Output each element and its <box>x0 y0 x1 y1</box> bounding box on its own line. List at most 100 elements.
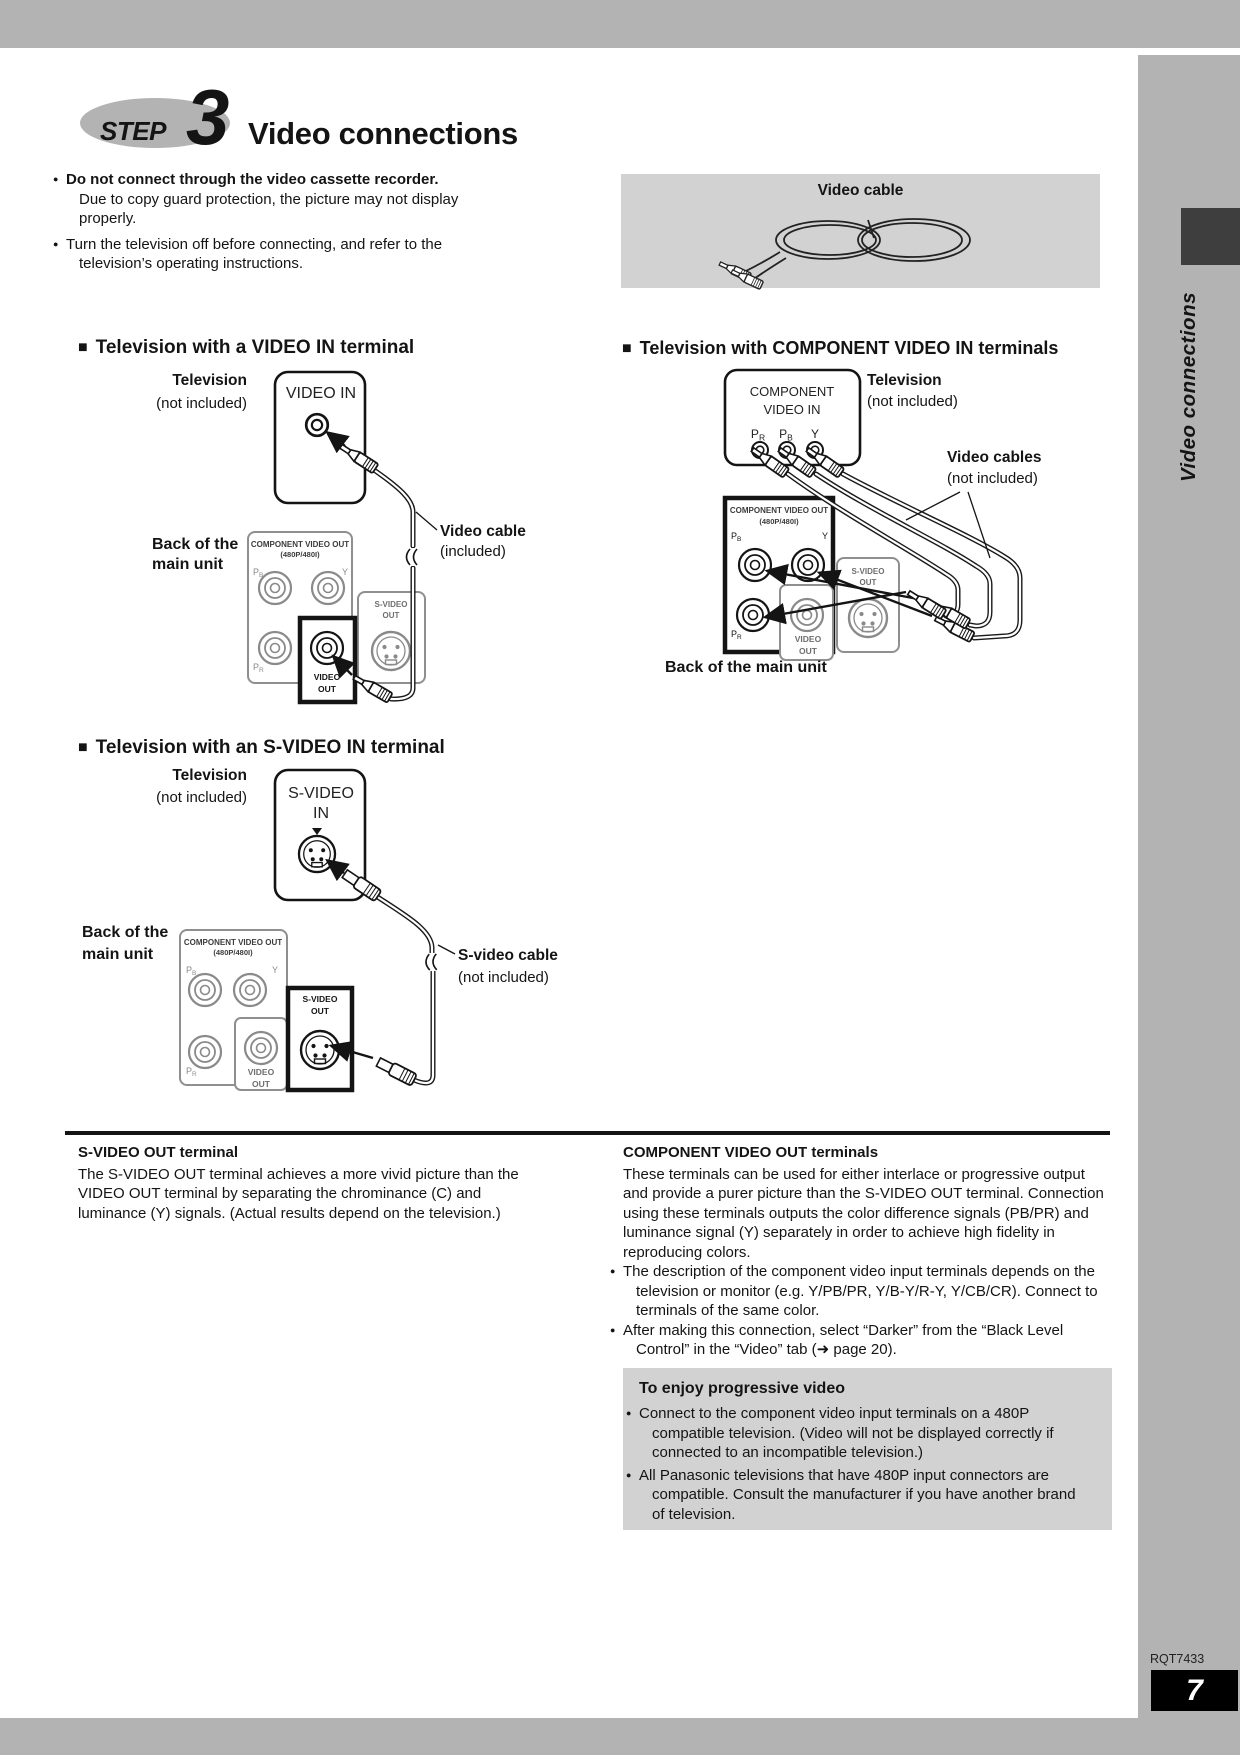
pr-jack-icon <box>735 597 771 633</box>
step-label: STEP <box>100 116 166 146</box>
jack-label-pb: PB <box>731 531 741 543</box>
jack-label-y: Y <box>822 531 828 541</box>
video-out-label2: OUT <box>318 684 337 694</box>
panel-subtitle: (480P/480I) <box>213 948 253 957</box>
svideo-cable-path <box>373 893 442 1086</box>
cable-break-icon <box>423 951 442 973</box>
note-component-bullet-1: ●The description of the component video … <box>610 1262 1110 1321</box>
tv-label: Television <box>867 372 942 389</box>
sidebar-label: Video connections <box>1177 292 1200 482</box>
svideo-plug-icon <box>374 1055 418 1087</box>
intro-bullet-1-bold: Do not connect through the video cassett… <box>66 171 439 188</box>
progressive-bullet-1-text: Connect to the component video input ter… <box>639 1405 1054 1461</box>
bullet-icon: ● <box>53 174 59 184</box>
intro-bullet-1: ● Do not connect through the video casset… <box>53 170 526 229</box>
progressive-bullet-2: ●All Panasonic televisions that have 480… <box>626 1466 1091 1525</box>
connect-arrow-y <box>816 569 933 618</box>
square-bullet-icon: ■ <box>622 340 632 357</box>
bullet-icon: ● <box>610 1324 616 1335</box>
intro-bullet-2-text: Turn the television off before connectin… <box>66 235 443 273</box>
jack-label-pr: PR <box>253 662 264 674</box>
pb-jack-icon <box>187 972 223 1008</box>
note-component-out: COMPONENT VIDEO OUT terminals These term… <box>610 1143 1110 1360</box>
video-out-label: VIDEO <box>795 634 822 644</box>
note-component-bullet-1-text: The description of the component video i… <box>623 1263 1098 1319</box>
cable-label-sub: (included) <box>440 543 506 560</box>
pr-jack-icon <box>187 1034 223 1070</box>
progressive-bullet-2-text: All Panasonic televisions that have 480P… <box>639 1466 1076 1523</box>
jack-label-pb: PB <box>186 965 196 977</box>
connect-arrow <box>328 1041 374 1062</box>
svideo-jack-icon <box>370 630 412 672</box>
pb-jack-icon <box>737 547 773 583</box>
svideo-in-jack-icon <box>297 834 337 874</box>
jack-label-pr: PR <box>186 1066 197 1078</box>
jack-label-pb: PB <box>253 567 263 579</box>
connect-arrow <box>331 654 356 679</box>
panel-title: COMPONENT VIDEO OUT <box>184 938 282 947</box>
note-component-out-body: These terminals can be used for either i… <box>623 1165 1104 1261</box>
video-cable-illustration <box>717 218 971 291</box>
square-bullet-icon: ■ <box>78 339 88 356</box>
tv-label-sub: (not included) <box>156 395 247 412</box>
back-of-unit-label: Back of the main unit <box>665 659 827 676</box>
bullet-icon: ● <box>53 238 59 249</box>
note-component-bullet-2: ●After making this connection, select “D… <box>610 1321 1110 1360</box>
diagram-component-in: COMPONENT VIDEO IN PR PB Y Television (n… <box>665 368 1041 676</box>
page-title: Video connections <box>248 116 518 151</box>
tv-terminal-label: COMPONENT <box>750 384 835 399</box>
tv-jack-label-y: Y <box>811 427 819 441</box>
step-number: 3 <box>186 73 230 161</box>
video-out-label2: OUT <box>799 646 818 656</box>
jack-label-pr: PR <box>731 629 742 641</box>
bullet-icon: ● <box>626 1408 632 1418</box>
tv-label-sub: (not included) <box>156 789 247 806</box>
progressive-heading: To enjoy progressive video <box>639 1380 845 1397</box>
connect-arrow-pr <box>762 590 907 625</box>
intro-bullet-2: ● Turn the television off before connecti… <box>53 235 484 274</box>
video-out-panel: VIDEO OUT <box>234 1017 288 1091</box>
progressive-video-box: To enjoy progressive video ● Connect to t… <box>623 1368 1112 1530</box>
video-in-jack-icon <box>304 412 330 438</box>
model-code: RQT7433 <box>1150 1652 1205 1666</box>
pb-jack-icon <box>257 570 293 606</box>
video-out-panel: VIDEO OUT <box>779 584 834 661</box>
jack-label-y: Y <box>272 965 278 975</box>
cable-break-icon <box>404 547 422 567</box>
tv-terminal-label2: IN <box>313 805 329 822</box>
video-out-label: VIDEO <box>314 672 341 682</box>
pr-jack-icon <box>257 630 293 666</box>
video-cable-path <box>371 467 422 702</box>
panel-title: COMPONENT VIDEO OUT <box>730 506 828 515</box>
svideo-out-label: S-VIDEO <box>303 994 338 1004</box>
tv-label-sub: (not included) <box>867 393 958 410</box>
video-out-jack-icon <box>309 630 345 666</box>
progressive-bullet-1: ● Connect to the component video input te… <box>626 1404 1091 1463</box>
back-of-unit-label2: main unit <box>82 946 154 963</box>
heading-svideo-in-text: Television with an S-VIDEO IN terminal <box>95 737 445 758</box>
heading-component-in-text: Television with COMPONENT VIDEO IN termi… <box>639 338 1059 358</box>
jack-label-y: Y <box>342 567 348 577</box>
callout-line <box>437 944 456 955</box>
note-svideo-out-heading: S-VIDEO OUT terminal <box>78 1144 239 1161</box>
panel-subtitle: (480P/480I) <box>759 517 799 526</box>
note-svideo-out: S-VIDEO OUT terminal The S-VIDEO OUT ter… <box>78 1143 540 1223</box>
bottom-band <box>0 1718 1240 1755</box>
svideo-out-panel: S-VIDEO OUT <box>357 591 426 684</box>
tv-terminal-label2: VIDEO IN <box>763 402 820 417</box>
cables-label: Video cables <box>947 449 1041 466</box>
cables-label-sub: (not included) <box>947 470 1038 487</box>
tv-label: Television <box>172 372 247 389</box>
section-divider <box>65 1131 1110 1135</box>
svideo-out-label2: OUT <box>860 578 877 587</box>
video-cable-box: Video cable <box>621 174 1100 291</box>
svideo-jack-icon <box>299 1029 341 1071</box>
svideo-out-label: S-VIDEO <box>375 600 408 609</box>
video-cable-box-label: Video cable <box>817 182 904 199</box>
cable-label: Video cable <box>440 523 526 540</box>
heading-video-in: ■Television with a VIDEO IN terminal <box>78 337 414 359</box>
connect-arrow-pb <box>764 563 930 603</box>
step-ellipse <box>80 98 230 148</box>
diagram-video-in: Television (not included) VIDEO IN Back … <box>152 370 526 705</box>
